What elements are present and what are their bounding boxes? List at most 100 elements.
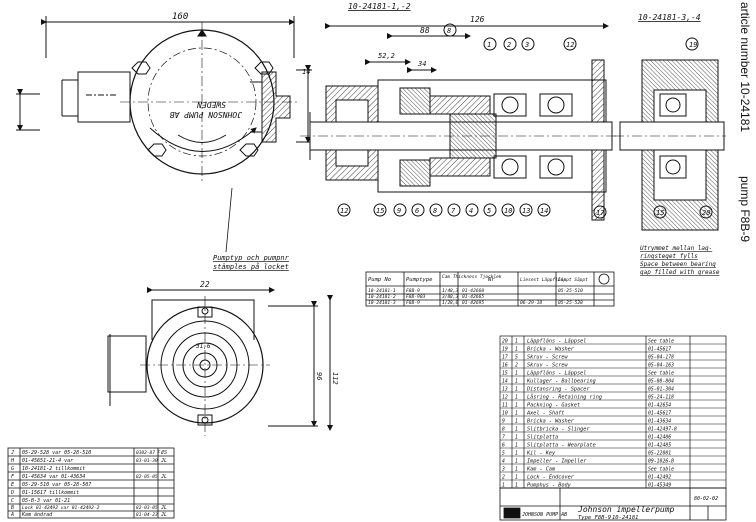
- part-pos: 15: [502, 370, 508, 376]
- part-number: 01-43634: [648, 418, 671, 424]
- cam-date: 06-29-18: [520, 300, 542, 306]
- svg-text:15: 15: [376, 207, 384, 215]
- part-qty: 1: [515, 346, 518, 352]
- rev-ref-4: 82-05-05: [136, 474, 158, 480]
- dim-126: 126: [470, 15, 485, 24]
- cam-row-3-nr: 01-42695: [462, 300, 484, 306]
- svg-text:1: 1: [487, 41, 491, 49]
- part-pos: 4: [502, 458, 505, 464]
- part-number: 05-04-178: [648, 354, 674, 360]
- cam-table: [365, 271, 615, 307]
- cover-line-2: SWEDEN: [197, 100, 226, 109]
- svg-text:17: 17: [596, 209, 605, 217]
- cam-header-pumptype: Pumptype: [406, 277, 433, 283]
- svg-text:12: 12: [566, 41, 574, 49]
- part-qty: 1: [515, 482, 518, 488]
- part-name: Skruv - Screw: [527, 362, 568, 368]
- cover-engraving: JOHNSON PUMP AB SWEDEN: [170, 100, 243, 119]
- cam-header-nr: Nr: [487, 277, 495, 283]
- part-number: 05-01-304: [648, 386, 674, 392]
- part-pos: 1: [502, 482, 505, 488]
- part-number: 05-24-118: [648, 394, 674, 400]
- rev-sign-2: JL: [160, 458, 167, 464]
- part-name: Impeller - Impeller: [527, 458, 587, 464]
- cam-row-2-nr: 01-42665: [462, 294, 484, 300]
- rev-text-8: Lock 01-42492 var 01-42492-2: [22, 505, 100, 511]
- cam-row-2-type: F8B-903: [406, 294, 426, 300]
- drawing-date: 80-02-02: [694, 496, 718, 502]
- cam-row-2-thick: 3/8: [441, 294, 451, 300]
- svg-text:8: 8: [447, 27, 451, 35]
- part-qty: 1: [515, 370, 518, 376]
- cam-row-1-pump: 10-24181-1: [368, 288, 396, 294]
- part-name: Pumphus - Body: [527, 482, 572, 488]
- rev-sign-9: JL: [160, 512, 167, 518]
- svg-text:15: 15: [656, 209, 664, 217]
- svg-text:19: 19: [689, 41, 697, 49]
- part-qty: 1: [515, 394, 518, 400]
- cam-row-2-pump: 10-24181-2: [368, 294, 396, 300]
- part-number: See table: [648, 370, 674, 376]
- stamp-leader-line: [225, 187, 233, 253]
- rev-text-3: 10-24181-2 tillkommit: [22, 466, 85, 472]
- part-pos: 5: [502, 450, 505, 456]
- part-qty: 2: [515, 362, 518, 368]
- drawing-number: 10-24181: [612, 515, 639, 521]
- svg-text:3: 3: [524, 41, 529, 49]
- rev-text-9: Kam ändrad: [21, 512, 53, 518]
- part-number: 01-42485: [648, 442, 671, 448]
- dim-96: 96: [315, 372, 323, 380]
- svg-text:4: 4: [469, 207, 473, 215]
- cam-row-3-mm: 8,0: [450, 300, 459, 306]
- part-pos: 2: [502, 474, 505, 480]
- cam-row-3-pump: 10-24181-3: [368, 300, 396, 306]
- rev-id-8: B: [11, 505, 14, 511]
- svg-text:2: 2: [507, 41, 511, 49]
- section-view-b: 10-24181-3,-4 19 15 20: [614, 13, 726, 231]
- part-number: 09-1026-B: [648, 458, 674, 464]
- part-name: Distansring - Spacer: [526, 386, 590, 392]
- cam-row-1-thick: 1/4: [442, 288, 451, 294]
- cam-row-1-type: F8B-9: [406, 288, 420, 294]
- revision-rows: J 05-29-528 var 05-28-510 0302-87 Fr JS …: [10, 450, 167, 518]
- rev-ref-2: 83-01-30: [136, 458, 158, 464]
- rev-id-7: C: [11, 498, 14, 504]
- section-label-b: 10-24181-3,-4: [638, 13, 701, 22]
- part-qty: 1: [515, 434, 518, 440]
- part-number: 01-42654: [648, 402, 671, 408]
- part-name: Kam - Cam: [526, 466, 555, 472]
- cam-row-3-type: F8B-9: [406, 300, 420, 306]
- part-name: Bricka - Washer: [527, 346, 575, 352]
- part-qty: 1: [515, 426, 518, 432]
- parts-list-grid: [499, 335, 727, 489]
- part-name: Låsring - Retaining ring: [527, 393, 602, 400]
- part-qty: 1: [515, 386, 518, 392]
- part-pos: 13: [502, 386, 508, 392]
- part-name: Läppfläns - Läppsel: [527, 370, 586, 376]
- dim-14: 14: [302, 68, 310, 76]
- part-qty: 1: [515, 458, 518, 464]
- section-view: 10-24181-1,-2 126 88 52,2 34: [300, 2, 620, 221]
- dim-22: 22: [200, 280, 210, 289]
- stamp-note-line-2: stämples på locket: [213, 262, 289, 271]
- rev-ref-1: 0302-87 Fr: [136, 450, 163, 456]
- part-pos: 3: [501, 466, 505, 472]
- end-view: 22 96 112 31,6: [107, 280, 339, 436]
- stamp-note-line-1: Pumptyp och pumpnr: [213, 254, 290, 262]
- svg-text:14: 14: [540, 207, 548, 215]
- svg-text:5: 5: [487, 207, 491, 215]
- dim-52: 52,2: [378, 52, 395, 60]
- part-qty: 1: [515, 418, 518, 424]
- svg-text:7: 7: [451, 207, 456, 215]
- rev-id-5: E: [11, 482, 14, 488]
- part-pos: 19: [502, 346, 508, 352]
- svg-text:8: 8: [433, 207, 437, 215]
- cam-row-1-nr: 01-42660: [462, 288, 484, 294]
- part-pos: 7: [502, 434, 505, 440]
- rev-text-5: 05-29-510 var 05-28-507: [22, 482, 91, 488]
- part-name: Packning - Gasket: [527, 402, 580, 408]
- svg-text:12: 12: [340, 207, 348, 215]
- part-qty: 5: [515, 354, 518, 360]
